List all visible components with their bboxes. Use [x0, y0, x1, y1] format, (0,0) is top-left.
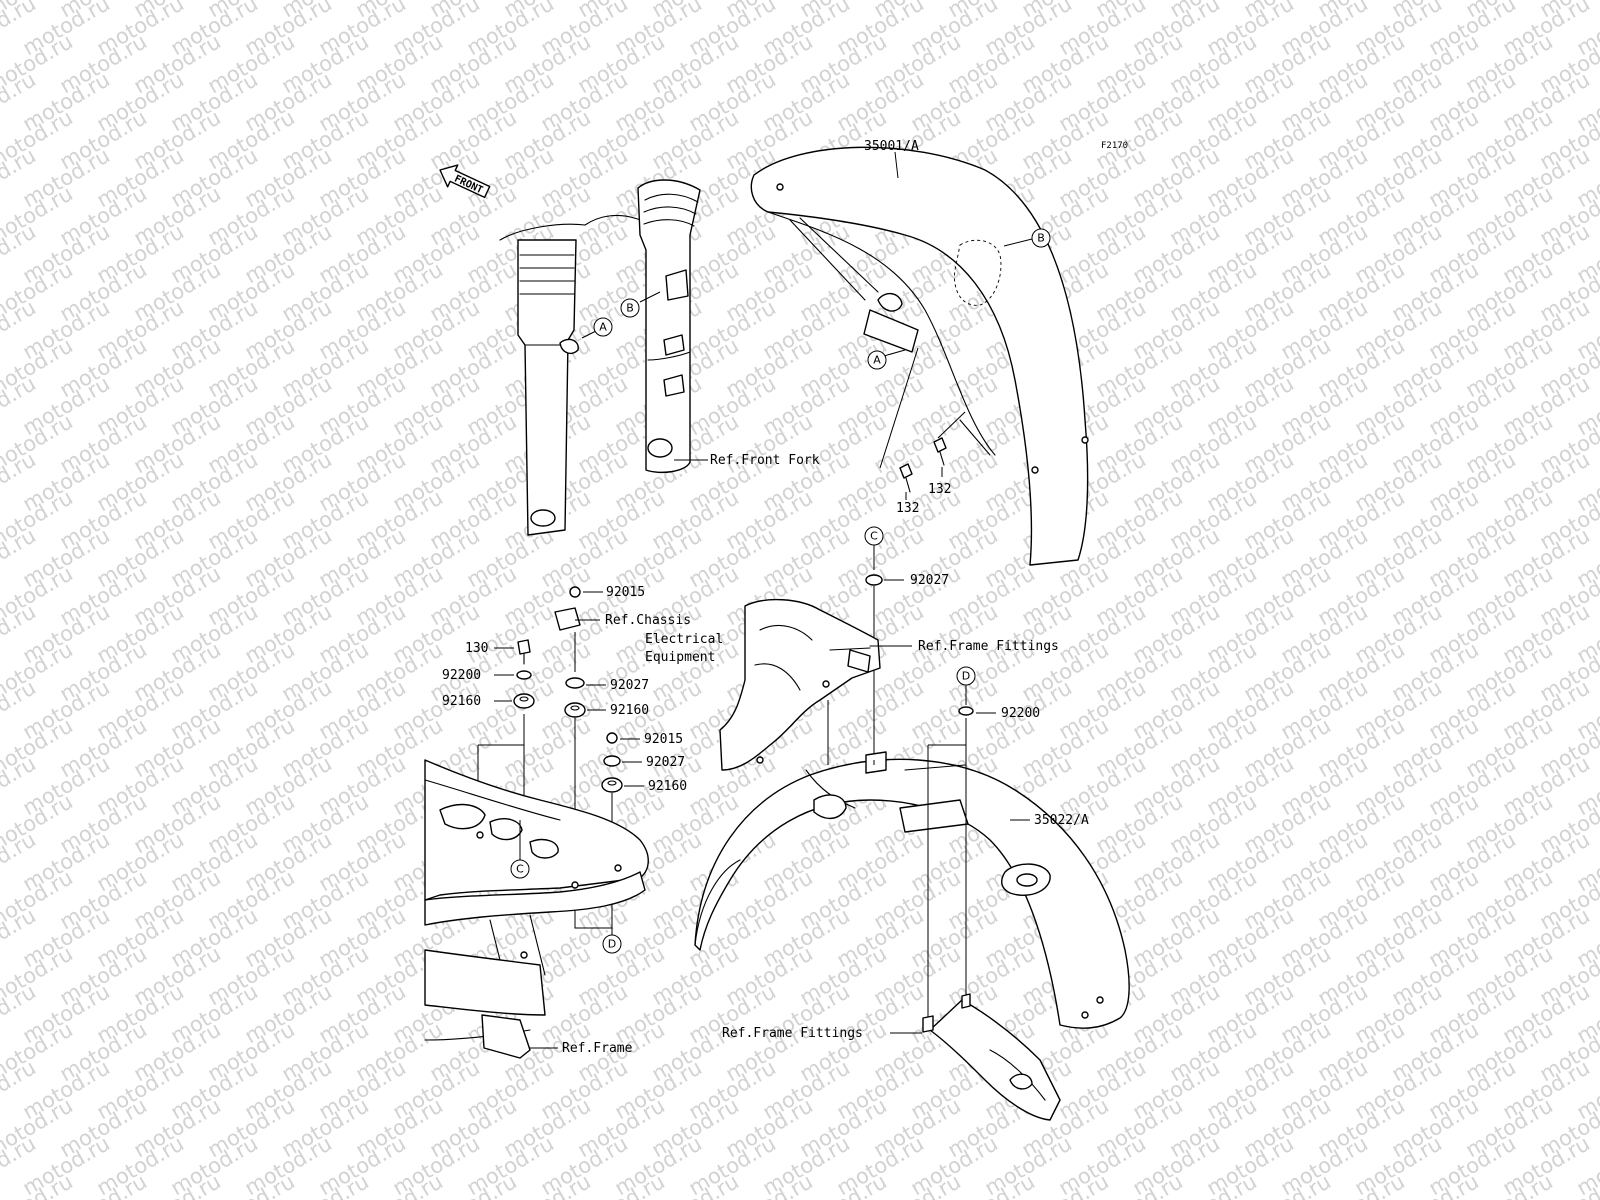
grommet-92160-low: 92160 [601, 777, 687, 845]
rear-fender-leads [827, 700, 967, 1018]
ref-frame-fittings-top: Ref.Frame Fittings [880, 639, 1059, 654]
ref-frame: Ref.Frame [530, 1041, 633, 1056]
front-fork-left [499, 214, 641, 536]
callout-d-frame: D [602, 928, 622, 954]
rear-fender-flap [922, 993, 1061, 1121]
nut-92015-top: 92015 [569, 585, 645, 600]
callout-b-fork: B [620, 291, 661, 318]
svg-text:A: A [873, 354, 881, 367]
ref-front-fork: Ref.Front Fork [710, 453, 820, 468]
rear-frame-bracket [719, 598, 891, 771]
collar-92027-top: 92027 [865, 573, 949, 760]
svg-text:92200: 92200 [1001, 706, 1040, 721]
svg-text:Ref.Chassis: Ref.Chassis [605, 613, 691, 628]
chassis-clip: Ref.Chassis Electrical Equipment [554, 607, 723, 672]
front-fender [750, 146, 1089, 566]
svg-text:Ref.Frame: Ref.Frame [562, 1041, 633, 1056]
diagram-id: F2170 [1101, 141, 1128, 151]
svg-text:A: A [599, 321, 607, 334]
svg-text:B: B [626, 302, 634, 315]
part-number-132-b: 132 [928, 482, 951, 497]
svg-text:C: C [870, 530, 878, 543]
svg-text:130: 130 [465, 641, 488, 656]
rear-frame [424, 759, 649, 1059]
bolt-130: 130 [465, 639, 531, 665]
svg-text:C: C [516, 863, 524, 876]
part-35001-label: 35001/A [864, 139, 919, 179]
svg-text:Ref.Frame Fittings: Ref.Frame Fittings [722, 1026, 863, 1041]
ref-frame-fittings-bottom: Ref.Frame Fittings [722, 1026, 922, 1041]
svg-text:92027: 92027 [910, 573, 949, 588]
svg-text:92015: 92015 [644, 732, 683, 747]
front-fender-bolts: 132 132 [879, 347, 966, 516]
part-number-rear-fender: 35022/A [1034, 813, 1089, 828]
svg-text:92160: 92160 [610, 703, 649, 718]
washer-92200-right: 92200 [958, 706, 1040, 745]
svg-text:D: D [608, 938, 616, 951]
svg-text:Electrical: Electrical [645, 632, 723, 647]
part-number-132-a: 132 [896, 501, 919, 516]
rear-fender [694, 751, 1130, 1029]
svg-text:92027: 92027 [610, 678, 649, 693]
callout-c-frame: C [510, 820, 530, 879]
svg-text:B: B [1037, 232, 1045, 245]
svg-text:D: D [962, 670, 970, 683]
svg-text:Ref.Frame Fittings: Ref.Frame Fittings [918, 639, 1059, 654]
svg-text:92160: 92160 [648, 779, 687, 794]
grommet-92160-left: 92160 [442, 693, 535, 745]
svg-text:92200: 92200 [442, 668, 481, 683]
callout-a-fork: A [581, 317, 613, 339]
part-number-front-fender: 35001/A [864, 139, 919, 154]
front-fork-right [637, 179, 708, 474]
callout-d-top: D [956, 666, 976, 705]
collar-92027-low: 92027 [603, 755, 685, 770]
washer-92200-left: 92200 [442, 668, 532, 683]
callout-a-fender: A [867, 349, 906, 370]
svg-text:92027: 92027 [646, 755, 685, 770]
collar-92027-mid: 92027 [565, 677, 649, 693]
nut-92015-low: 92015 [606, 732, 683, 747]
grommet-92160-mid: 92160 [564, 702, 649, 880]
part-35022-label: 35022/A [1010, 813, 1089, 828]
callout-c-top: C [864, 526, 884, 570]
svg-text:Equipment: Equipment [645, 650, 715, 665]
svg-text:92160: 92160 [442, 694, 481, 709]
callout-b-fender: B [1003, 228, 1051, 248]
svg-text:92015: 92015 [606, 585, 645, 600]
